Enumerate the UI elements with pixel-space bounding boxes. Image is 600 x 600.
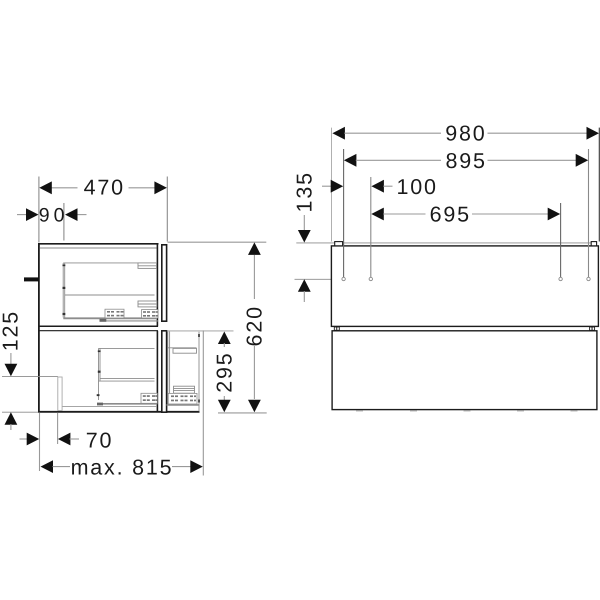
svg-text:70: 70 bbox=[86, 429, 114, 453]
svg-text:295: 295 bbox=[213, 351, 237, 392]
svg-text:max. 815: max. 815 bbox=[71, 455, 174, 479]
svg-text:135: 135 bbox=[293, 171, 317, 212]
svg-text:695: 695 bbox=[430, 203, 471, 227]
svg-text:125: 125 bbox=[0, 310, 22, 351]
svg-text:980: 980 bbox=[445, 121, 486, 145]
svg-text:470: 470 bbox=[84, 176, 125, 200]
svg-text:90: 90 bbox=[39, 205, 69, 227]
svg-text:895: 895 bbox=[445, 149, 486, 173]
svg-text:100: 100 bbox=[396, 175, 437, 199]
svg-text:620: 620 bbox=[243, 305, 267, 346]
